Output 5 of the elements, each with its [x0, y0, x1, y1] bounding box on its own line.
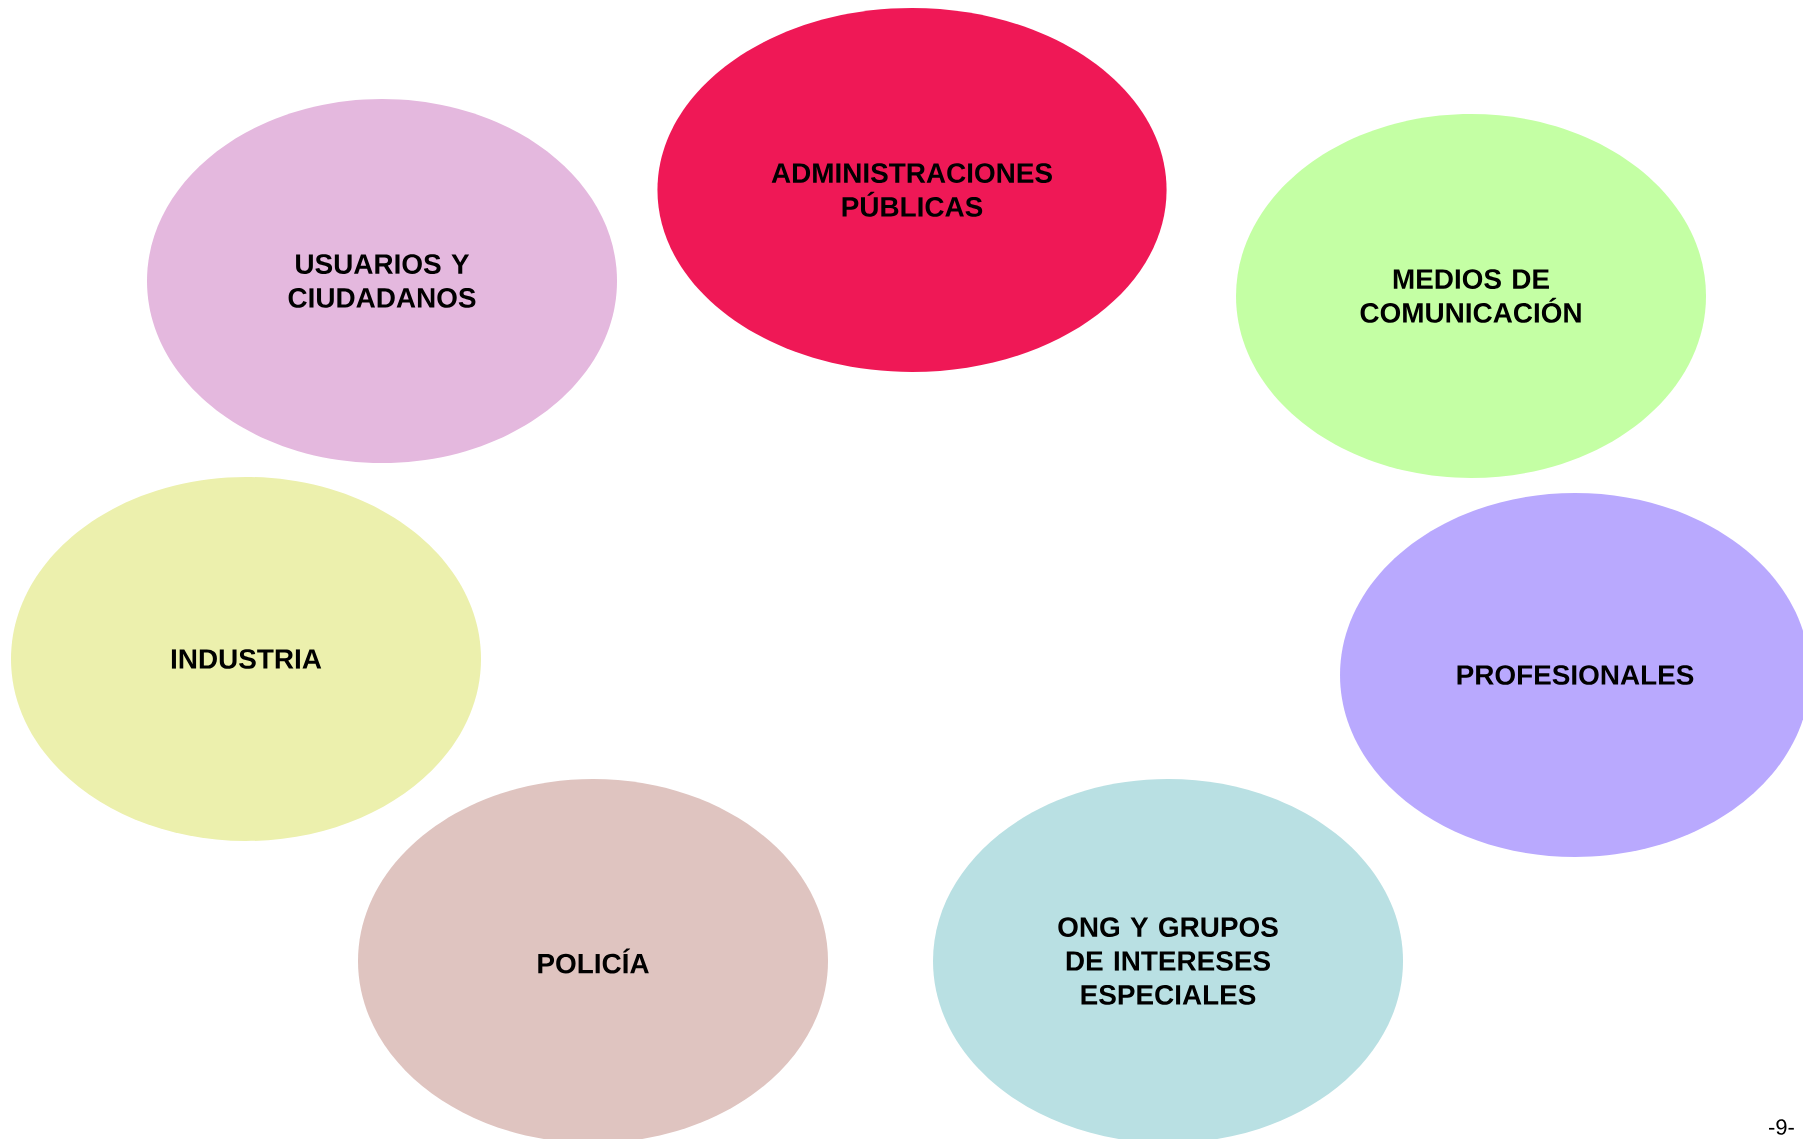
ellipse-node: USUARIOS Y CIUDADANOS: [147, 99, 617, 463]
ellipse-node: ADMINISTRACIONES PÚBLICAS: [657, 8, 1167, 372]
page-number: -9-: [1769, 1119, 1794, 1135]
ellipse-node: MEDIOS DE COMUNICACIÓN: [1236, 114, 1706, 478]
ellipse-node: INDUSTRIA: [11, 477, 481, 841]
